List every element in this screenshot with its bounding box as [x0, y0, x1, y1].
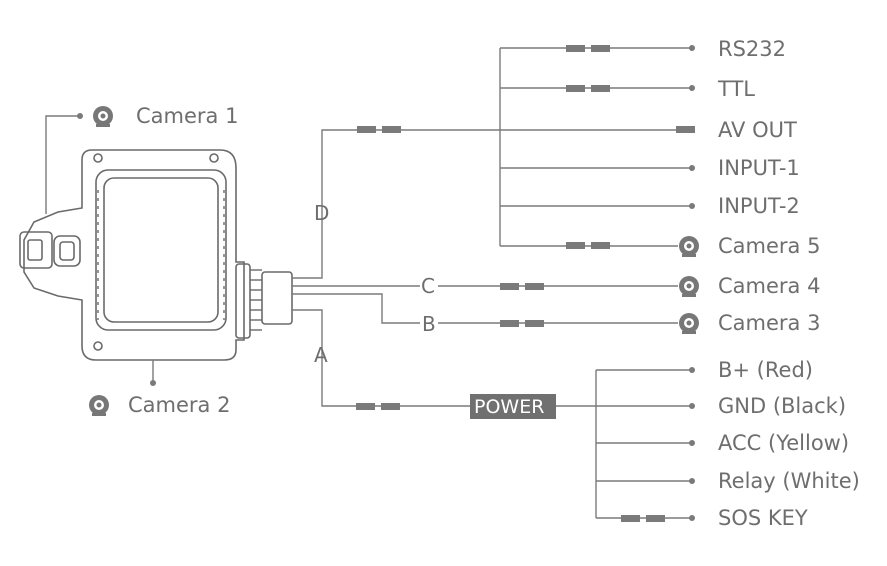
output-rs232-label: RS232	[718, 37, 786, 61]
camera-1-lead: Camera 1	[45, 104, 238, 214]
camera-4-line	[438, 276, 699, 297]
output-input-1-label: INPUT-1	[718, 156, 800, 180]
power-sos-key-label: SOS KEY	[718, 506, 808, 530]
camera-2-lead: Camera 2	[89, 360, 230, 417]
power-acc-label: ACC (Yellow)	[718, 431, 849, 455]
camera-icon	[679, 236, 699, 257]
branch-b-label: B	[422, 312, 436, 336]
power-box: POWER	[470, 394, 556, 419]
power-bus	[556, 367, 695, 522]
power-bplus-label: B+ (Red)	[718, 358, 813, 382]
branch-d-label: D	[314, 201, 329, 225]
camera-2-label: Camera 2	[128, 393, 230, 417]
power-gnd-label: GND (Black)	[718, 394, 846, 418]
branch-a-label: A	[314, 343, 328, 367]
dashcam-device	[19, 149, 293, 361]
camera-1-label: Camera 1	[136, 104, 238, 128]
branch-c-label: C	[421, 274, 435, 298]
power-relay-label: Relay (White)	[718, 469, 860, 493]
camera-3-line	[438, 313, 699, 334]
output-av-out-label: AV OUT	[718, 118, 797, 142]
output-camera-5-label: Camera 5	[718, 234, 820, 258]
output-ttl-label: TTL	[717, 77, 755, 101]
camera-icon	[93, 106, 113, 127]
output-camera-4-label: Camera 4	[718, 274, 820, 298]
camera-icon	[679, 276, 699, 297]
camera-icon	[89, 395, 109, 416]
output-camera-3-label: Camera 3	[718, 311, 820, 335]
output-input-2-label: INPUT-2	[718, 194, 800, 218]
camera-icon	[679, 313, 699, 334]
top-output-bus	[499, 45, 695, 249]
power-label: POWER	[474, 396, 544, 418]
